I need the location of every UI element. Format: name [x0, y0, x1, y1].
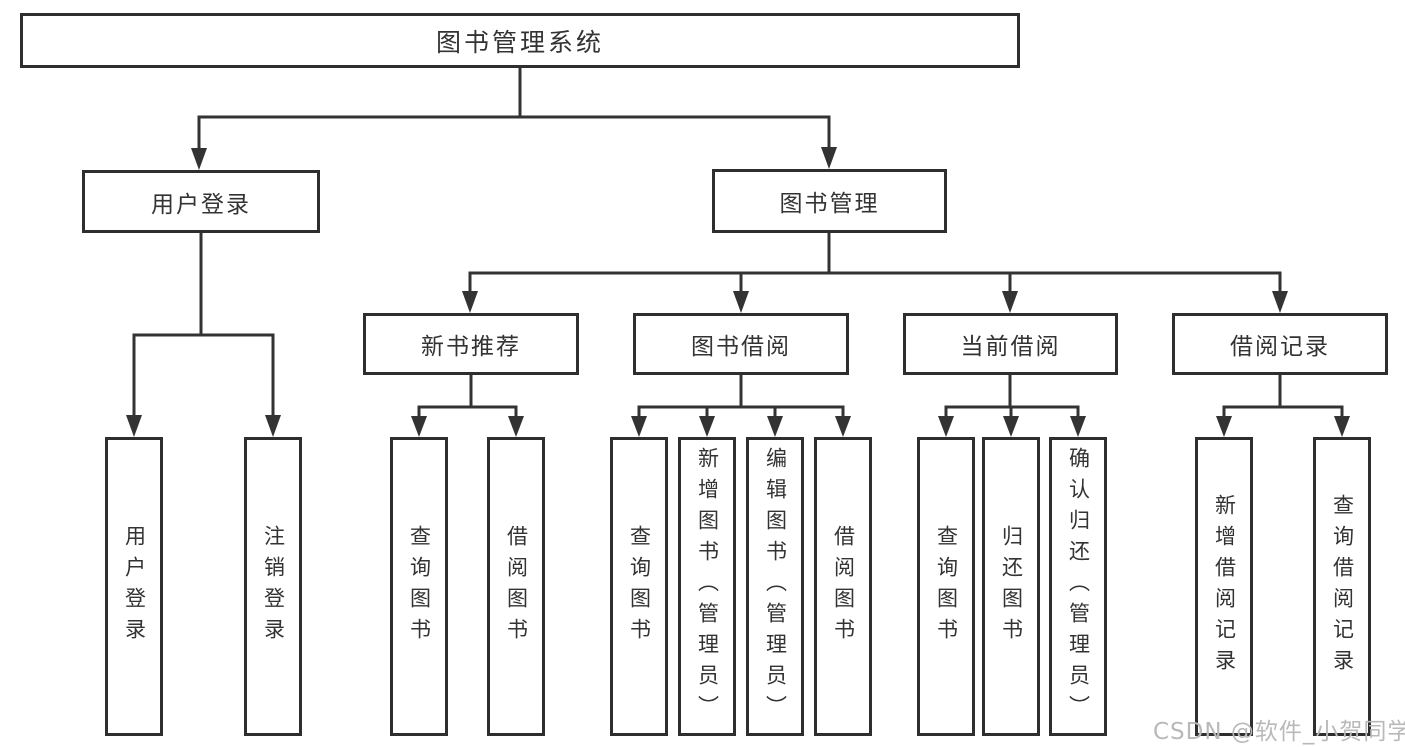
leaf-logout: 注销登录: [244, 437, 302, 736]
leaf-return-books: 归还图书: [982, 437, 1040, 736]
connector-root-to-level2: [191, 68, 837, 170]
connector-new-book-to-leaves: [411, 375, 524, 437]
node-new-book-recommend-label: 新书推荐: [421, 334, 521, 360]
leaf-borrow-books: 借阅图书: [814, 437, 872, 736]
leaf-confirm-return-admin: 确认归还（管理员）: [1049, 437, 1107, 736]
leaf-user-login-label: 用户登录: [122, 524, 147, 649]
connector-book-borrow-to-leaves: [631, 375, 851, 437]
leaf-edit-books-admin-label: 编辑图书（管理员）: [763, 447, 788, 726]
leaf-borrow-books-newrec-label: 借阅图书: [504, 524, 529, 649]
node-borrowing-records-label: 借阅记录: [1230, 334, 1330, 360]
connector-book-mgmt-to-level3: [462, 233, 1288, 313]
leaf-query-books-newrec-label: 查询图书: [407, 524, 432, 649]
leaf-query-borrow-record: 查询借阅记录: [1313, 437, 1371, 736]
leaf-borrow-books-label: 借阅图书: [831, 524, 856, 649]
node-library-system-label: 图书管理系统: [435, 27, 604, 57]
leaf-user-login: 用户登录: [105, 437, 163, 736]
leaf-query-books-current: 查询图书: [917, 437, 975, 736]
leaf-add-borrow-record-label: 新增借阅记录: [1212, 493, 1237, 680]
leaf-query-books-newrec: 查询图书: [390, 437, 448, 736]
node-borrowing-records: 借阅记录: [1172, 313, 1388, 375]
node-book-management-label: 图书管理: [779, 191, 880, 217]
leaf-query-books-current-label: 查询图书: [934, 524, 959, 649]
leaf-query-books-borrow-label: 查询图书: [627, 524, 652, 649]
connector-user-login-to-leaves: [126, 233, 281, 437]
leaf-borrow-books-newrec: 借阅图书: [487, 437, 545, 736]
leaf-logout-label: 注销登录: [261, 524, 286, 649]
node-user-login-label: 用户登录: [151, 191, 251, 218]
leaf-return-books-label: 归还图书: [999, 524, 1024, 649]
node-user-login: 用户登录: [82, 170, 320, 233]
leaf-edit-books-admin: 编辑图书（管理员）: [746, 437, 804, 736]
leaf-confirm-return-admin-label: 确认归还（管理员）: [1066, 447, 1091, 726]
leaf-add-books-admin-label: 新增图书（管理员）: [695, 447, 720, 726]
node-current-borrowing-label: 当前借阅: [960, 334, 1061, 360]
connector-current-borrow-to-leaves: [938, 375, 1086, 437]
leaf-query-books-borrow: 查询图书: [610, 437, 668, 736]
connector-borrow-records-to-leaves: [1216, 375, 1350, 437]
node-new-book-recommend: 新书推荐: [363, 313, 579, 375]
leaf-query-borrow-record-label: 查询借阅记录: [1330, 493, 1355, 680]
node-book-borrowing: 图书借阅: [633, 313, 849, 375]
node-current-borrowing: 当前借阅: [903, 313, 1118, 375]
watermark: CSDN @软件_小贺同学: [1153, 719, 1405, 745]
node-book-management: 图书管理: [712, 169, 947, 233]
node-book-borrowing-label: 图书借阅: [691, 334, 791, 360]
leaf-add-borrow-record: 新增借阅记录: [1195, 437, 1253, 736]
leaf-add-books-admin: 新增图书（管理员）: [678, 437, 736, 736]
node-library-system: 图书管理系统: [20, 13, 1020, 68]
